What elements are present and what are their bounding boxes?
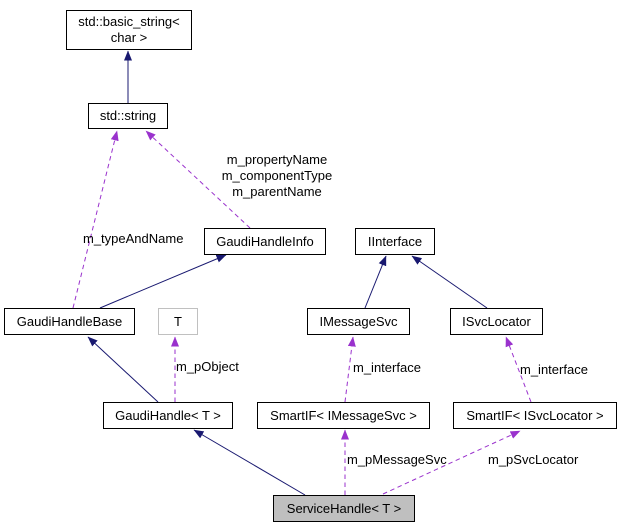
node-gaudihandle[interactable]: GaudiHandle< T > xyxy=(103,402,233,429)
edge-label-m-interface-right: m_interface xyxy=(520,362,588,377)
edge-label-property-group: m_propertyName m_componentType m_parentN… xyxy=(221,152,333,199)
node-imessagesvc[interactable]: IMessageSvc xyxy=(307,308,410,335)
node-isvclocator[interactable]: ISvcLocator xyxy=(450,308,543,335)
edge-servicehandle-to-smartifisvclocator xyxy=(382,430,521,495)
node-smartif-imessagesvc[interactable]: SmartIF< IMessageSvc > xyxy=(257,402,430,429)
node-template-t: T xyxy=(158,308,198,335)
edge-label-m-interface-left: m_interface xyxy=(353,360,421,375)
edge-gaudihandlebase-to-stdstring xyxy=(72,130,119,309)
edge-label-m-psvclocator: m_pSvcLocator xyxy=(488,452,579,467)
edge-gaudihandlebase-to-gaudihandleinfo xyxy=(99,254,227,309)
edge-imessagesvc-to-iinterface xyxy=(364,255,387,309)
edge-servicehandle-to-gaudihandle xyxy=(193,429,306,496)
node-servicehandle-focus: ServiceHandle< T > xyxy=(273,495,415,522)
edge-smartifisvclocator-to-isvclocator xyxy=(505,336,532,403)
edge-gaudihandle-to-gaudihandlebase xyxy=(87,336,159,403)
node-gaudihandleinfo[interactable]: GaudiHandleInfo xyxy=(204,228,326,255)
edge-label-m-pobject: m_pObject xyxy=(176,359,239,374)
edge-smartifimessagesvc-to-imessagesvc xyxy=(344,336,356,403)
node-iinterface[interactable]: IInterface xyxy=(355,228,435,255)
edge-label-m-pmessagesvc: m_pMessageSvc xyxy=(347,452,447,467)
node-std-string[interactable]: std::string xyxy=(88,103,168,129)
node-smartif-isvclocator[interactable]: SmartIF< ISvcLocator > xyxy=(453,402,617,429)
node-gaudihandlebase[interactable]: GaudiHandleBase xyxy=(4,308,135,335)
edge-isvclocator-to-iinterface xyxy=(411,255,488,309)
edge-label-m-typeandname: m_typeAndName xyxy=(83,231,184,246)
node-std-basic-string[interactable]: std::basic_string< char > xyxy=(66,10,192,50)
